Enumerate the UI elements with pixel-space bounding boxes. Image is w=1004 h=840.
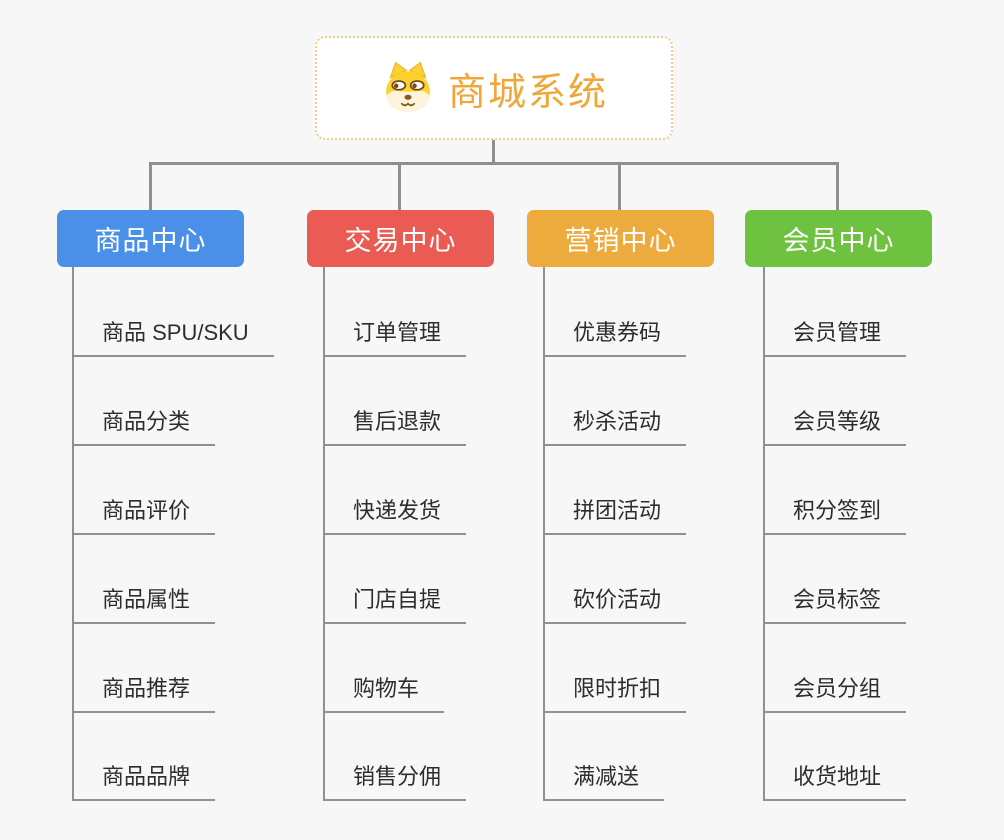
branch-label: 商品中心 <box>94 226 207 256</box>
child-node-group-buy[interactable]: 拼团活动 <box>543 497 687 535</box>
child-node-member-level[interactable]: 会员等级 <box>763 408 907 446</box>
child-node-flash-sale[interactable]: 秒杀活动 <box>543 408 687 446</box>
child-node-sales-commission[interactable]: 销售分佣 <box>323 763 467 801</box>
child-node-aftersale-refund[interactable]: 售后退款 <box>323 408 467 446</box>
connector-branch-1-vertical <box>149 162 152 210</box>
child-node-shipping-address[interactable]: 收货地址 <box>763 763 907 801</box>
connector-horizontal-bar <box>149 162 839 165</box>
child-node-product-category[interactable]: 商品分类 <box>72 408 216 446</box>
connector-branch-4-vertical <box>836 162 839 210</box>
child-node-member-management[interactable]: 会员管理 <box>763 319 907 357</box>
child-node-member-tag[interactable]: 会员标签 <box>763 586 907 624</box>
branch-node-trade-center[interactable]: 交易中心 <box>307 210 494 267</box>
root-node-mall-system[interactable]: 商城系统 <box>315 36 673 140</box>
branch-node-product-center[interactable]: 商品中心 <box>57 210 244 267</box>
child-node-product-review[interactable]: 商品评价 <box>72 497 216 535</box>
child-node-product-spu-sku[interactable]: 商品 SPU/SKU <box>72 319 274 357</box>
child-node-product-recommend[interactable]: 商品推荐 <box>72 675 216 713</box>
shiba-dog-icon <box>380 60 436 116</box>
child-node-member-group[interactable]: 会员分组 <box>763 675 907 713</box>
connector-branch-3-vertical <box>618 162 621 210</box>
child-node-store-pickup[interactable]: 门店自提 <box>323 586 467 624</box>
connector-root-vertical <box>492 140 495 165</box>
child-node-order-management[interactable]: 订单管理 <box>323 319 467 357</box>
child-node-express-delivery[interactable]: 快递发货 <box>323 497 467 535</box>
child-node-bargain-activity[interactable]: 砍价活动 <box>543 586 687 624</box>
connector-branch-2-vertical <box>398 162 401 210</box>
child-node-full-reduction[interactable]: 满减送 <box>543 763 665 801</box>
branch-node-marketing-center[interactable]: 营销中心 <box>527 210 714 267</box>
child-node-points-checkin[interactable]: 积分签到 <box>763 497 907 535</box>
root-node-title: 商城系统 <box>447 71 608 114</box>
child-node-shopping-cart[interactable]: 购物车 <box>323 675 445 713</box>
child-node-product-brand[interactable]: 商品品牌 <box>72 763 216 801</box>
branch-label: 营销中心 <box>564 226 677 256</box>
branch-label: 会员中心 <box>782 226 895 256</box>
branch-node-member-center[interactable]: 会员中心 <box>745 210 932 267</box>
branch-label: 交易中心 <box>344 226 457 256</box>
child-node-limited-time-discount[interactable]: 限时折扣 <box>543 675 687 713</box>
child-node-product-attribute[interactable]: 商品属性 <box>72 586 216 624</box>
child-node-coupon-code[interactable]: 优惠券码 <box>543 319 687 357</box>
